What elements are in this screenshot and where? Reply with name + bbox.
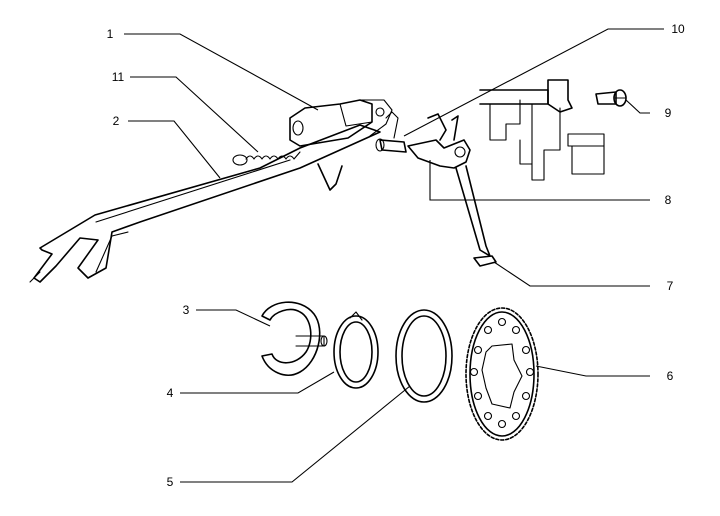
ratchet-plate — [261, 301, 328, 376]
callout-8: 8 — [665, 193, 672, 207]
callout-4: 4 — [167, 386, 174, 400]
leader-9 — [625, 99, 650, 114]
callout-labels: 1 2 3 4 5 6 7 8 9 10 11 — [107, 22, 685, 489]
sprocket-holes — [469, 317, 535, 429]
side-stand — [407, 113, 497, 267]
callout-1: 1 — [107, 27, 114, 41]
callout-10: 10 — [671, 22, 685, 36]
mounting-block — [479, 79, 605, 181]
pivot-pin — [375, 111, 407, 153]
callout-5: 5 — [167, 475, 174, 489]
lever-arm — [29, 124, 381, 283]
return-spring — [232, 151, 301, 166]
callout-6: 6 — [667, 369, 674, 383]
callout-3: 3 — [183, 303, 190, 317]
ring-nut — [333, 311, 379, 389]
flat-washer — [395, 309, 453, 403]
leader-6 — [535, 365, 650, 377]
callout-7: 7 — [667, 279, 674, 293]
pivot-bracket — [289, 99, 393, 191]
leader-7 — [493, 261, 650, 287]
leader-5 — [180, 385, 411, 483]
leader-2 — [128, 120, 221, 179]
sprocket — [465, 307, 539, 441]
leader-3 — [196, 309, 271, 327]
leader-4 — [180, 371, 335, 394]
leader-10 — [403, 28, 664, 137]
leader-lines — [124, 28, 664, 483]
callout-2: 2 — [113, 114, 120, 128]
leader-8 — [429, 160, 650, 201]
callout-11: 11 — [112, 70, 125, 84]
leader-11 — [130, 76, 259, 153]
leader-1 — [124, 33, 319, 111]
callout-9: 9 — [665, 106, 672, 120]
screw — [595, 89, 627, 107]
